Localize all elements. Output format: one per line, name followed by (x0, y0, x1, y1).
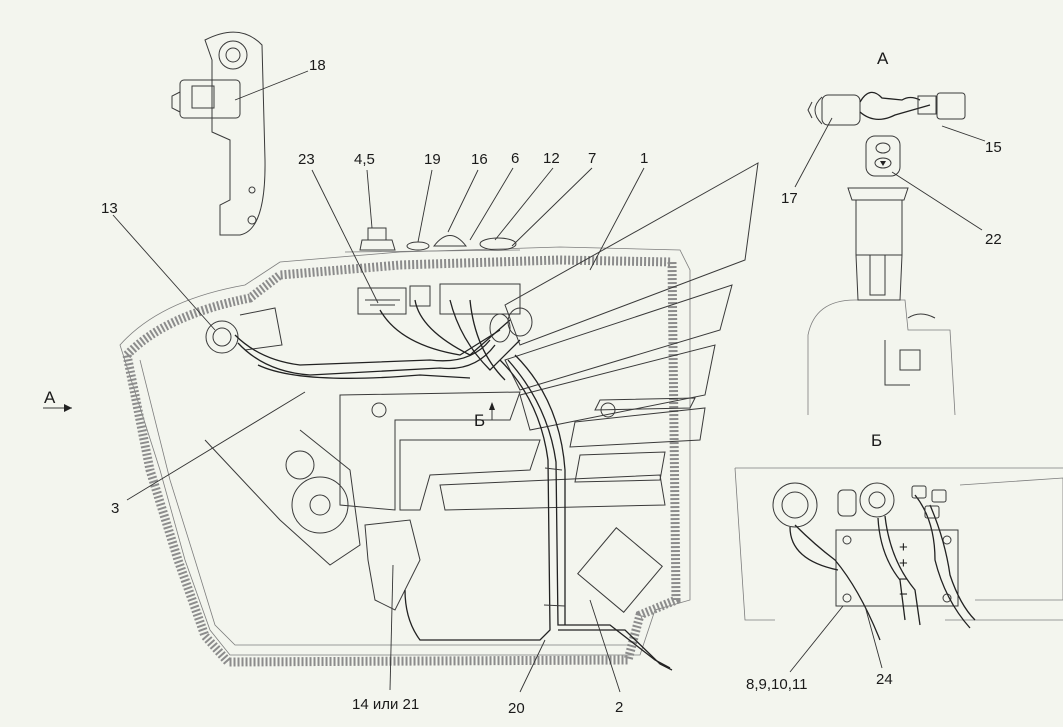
view-a-title: А (877, 49, 889, 68)
terminal-mark-1: + (899, 539, 908, 556)
callout-23: 23 (298, 151, 315, 168)
callout-4-5: 4,5 (354, 151, 375, 168)
main-view: А Б 18 23 4,5 19 16 6 (43, 31, 759, 717)
callout-20: 20 (508, 700, 525, 717)
callout-17: 17 (781, 190, 798, 207)
callout-1: 1 (640, 150, 648, 167)
detail-b-marker-label: Б (474, 411, 485, 430)
chevron-decor (339, 162, 759, 511)
view-b-title: Б (871, 431, 882, 450)
view-b: Б + + − − 8,9,10,11 24 (734, 431, 1063, 693)
callout-24: 24 (876, 671, 893, 688)
switch-panel (344, 227, 521, 253)
callout-22: 22 (985, 231, 1002, 248)
terminal-mark-4: − (899, 586, 908, 603)
callout-18: 18 (309, 57, 326, 74)
view-a-arrow-label: А (44, 388, 56, 407)
connector-13 (205, 307, 283, 354)
seal-band (122, 255, 681, 667)
connector-block-23 (357, 283, 521, 315)
callout-8-9-10-11: 8,9,10,11 (746, 676, 807, 693)
callout-3: 3 (111, 500, 119, 517)
callout-2: 2 (615, 699, 623, 716)
callout-12: 12 (543, 150, 560, 167)
callout-6: 6 (511, 150, 519, 167)
cab-outline (119, 246, 691, 656)
view-a: А 15 17 22 (781, 49, 1002, 416)
leader-lines (112, 70, 645, 693)
callout-15: 15 (985, 139, 1002, 156)
detail-b-marker: Б (474, 402, 495, 430)
callout-13: 13 (101, 200, 118, 217)
callout-19: 19 (424, 151, 441, 168)
terminal-mark-3: − (899, 571, 908, 588)
mechanism-assembly (204, 402, 663, 613)
wire-harness (234, 299, 673, 671)
switch-holder-bracket (171, 31, 266, 236)
callout-14-or-21: 14 или 21 (352, 696, 419, 713)
callout-16: 16 (471, 151, 488, 168)
callout-7: 7 (588, 150, 596, 167)
view-a-arrow: А (43, 388, 72, 412)
terminal-mark-2: + (899, 555, 908, 572)
